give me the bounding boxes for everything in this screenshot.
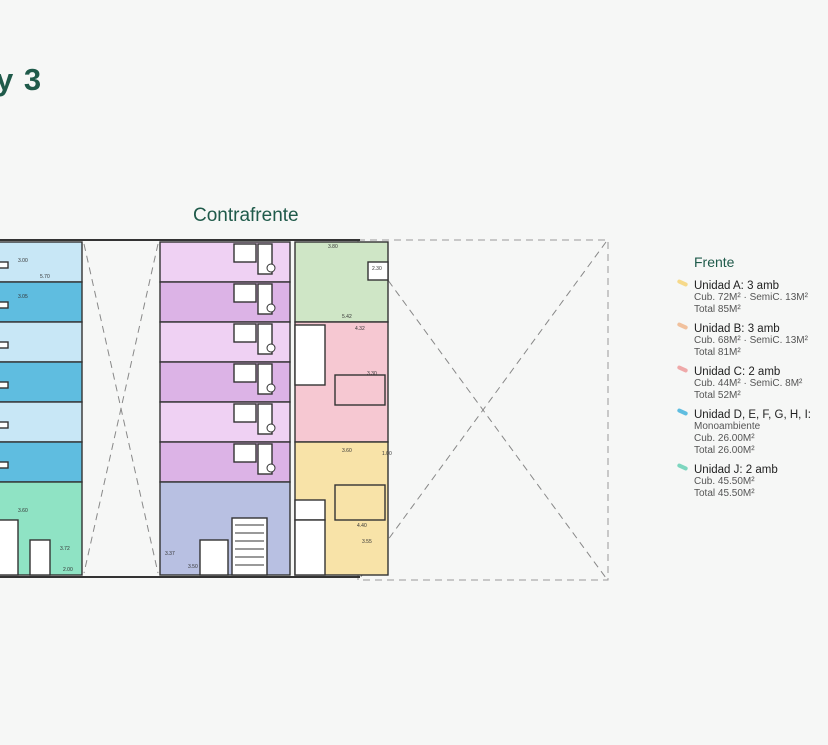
unit-detail: Total 81M² bbox=[694, 347, 741, 358]
bathroom bbox=[233, 283, 257, 303]
stair-core bbox=[231, 517, 268, 576]
unit-detail: Cub. 72M² · SemiC. 13M² bbox=[694, 292, 808, 303]
dimension-label: 3.60 bbox=[18, 508, 28, 514]
dimension-label: 3.60 bbox=[342, 448, 352, 454]
unit-type: 2 amb bbox=[748, 366, 781, 378]
unit-monoambiente bbox=[0, 361, 83, 403]
dimension-label: 1.00 bbox=[382, 451, 392, 457]
unit-type: 3 amb bbox=[747, 280, 780, 292]
dimension-label: 2.30 bbox=[372, 266, 382, 272]
unit-detail: Cub. 45.50M² bbox=[694, 476, 755, 487]
bathroom bbox=[29, 539, 51, 576]
unit-marker-icon bbox=[266, 303, 276, 313]
unit-detail: Cub. 44M² · SemiC. 8M² bbox=[694, 378, 803, 389]
bathroom bbox=[294, 324, 326, 386]
unit-detail: Monoambiente bbox=[694, 421, 761, 432]
window bbox=[0, 461, 9, 469]
bathroom bbox=[199, 539, 229, 576]
window bbox=[0, 261, 9, 269]
unit-monoambiente bbox=[0, 281, 83, 323]
window bbox=[0, 421, 9, 429]
bathroom bbox=[233, 403, 257, 423]
unit-marker-icon bbox=[266, 423, 276, 433]
dimension-label: 5.42 bbox=[342, 314, 352, 320]
void-cross-line bbox=[359, 241, 607, 579]
dimension-label: 4.32 bbox=[355, 326, 365, 332]
unit-name: Unidad A: bbox=[694, 280, 744, 292]
elevator bbox=[294, 519, 326, 576]
dimension-label: 3.30 bbox=[367, 371, 377, 377]
unit-name: Unidad J: bbox=[694, 464, 743, 476]
unit-type: 3 amb bbox=[747, 323, 780, 335]
dimension-label: 3.00 bbox=[18, 258, 28, 264]
bathroom bbox=[294, 499, 326, 521]
unit-detail: Cub. 68M² · SemiC. 13M² bbox=[694, 335, 808, 346]
unit-monoambiente bbox=[0, 321, 83, 363]
unit-marker-icon bbox=[266, 343, 276, 353]
unit-marker-icon bbox=[266, 463, 276, 473]
bedroom bbox=[334, 374, 386, 406]
unit-detail: Total 52M² bbox=[694, 390, 741, 401]
unit-monoambiente bbox=[0, 441, 83, 483]
bathroom bbox=[233, 363, 257, 383]
unit-monoambiente bbox=[0, 401, 83, 443]
page-title: y 3 bbox=[0, 62, 43, 97]
window bbox=[0, 381, 9, 389]
legend-title: Frente bbox=[694, 254, 735, 270]
unit-name: Unidad B: bbox=[694, 323, 745, 335]
dimension-label: 4.40 bbox=[357, 523, 367, 529]
unit-detail: Cub. 26.00M² bbox=[694, 433, 755, 444]
window bbox=[0, 301, 9, 309]
bathroom bbox=[233, 443, 257, 463]
void-cross-line bbox=[83, 243, 159, 574]
unit-type: 2 amb bbox=[745, 464, 778, 476]
dimension-label: 3.50 bbox=[188, 564, 198, 570]
bathroom bbox=[233, 323, 257, 343]
dimension-label: 2.00 bbox=[63, 567, 73, 573]
unit-detail: Total 85M² bbox=[694, 304, 741, 315]
unit-marker-icon bbox=[266, 383, 276, 393]
window bbox=[0, 341, 9, 349]
dimension-label: 3.55 bbox=[362, 539, 372, 545]
unit-name: Unidad D, E, F, G, H, I: bbox=[694, 409, 811, 421]
dimension-label: 3.80 bbox=[328, 244, 338, 250]
stair-core bbox=[0, 519, 19, 576]
unit-name: Unidad C: bbox=[694, 366, 746, 378]
dimension-label: 3.05 bbox=[18, 294, 28, 300]
unit-detail: Total 26.00M² bbox=[694, 445, 755, 456]
unit-monoambiente bbox=[0, 241, 83, 283]
unit-marker-icon bbox=[266, 263, 276, 273]
unit-detail: Total 45.50M² bbox=[694, 488, 755, 499]
section-label-contrafrente: Contrafrente bbox=[193, 205, 299, 226]
bedroom bbox=[334, 484, 386, 521]
dimension-label: 3.37 bbox=[165, 551, 175, 557]
unit-a-green bbox=[294, 241, 389, 323]
balcony bbox=[367, 261, 389, 281]
bathroom bbox=[233, 243, 257, 263]
dimension-label: 5.70 bbox=[40, 274, 50, 280]
dimension-label: 3.72 bbox=[60, 546, 70, 552]
